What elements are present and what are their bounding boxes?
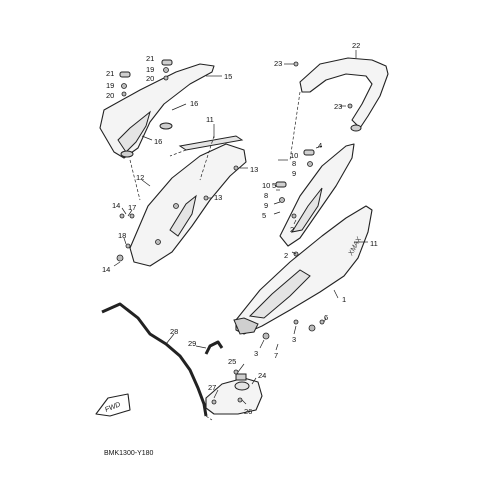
callouts: 1 2 2 3 3 4 5 5 6 7 8 8 9 9 10 10 11 11 …: [102, 41, 378, 416]
callout-14: 14: [102, 265, 110, 274]
callout-3: 3: [254, 349, 258, 358]
callout-16: 16: [190, 99, 198, 108]
callout-19: 19: [146, 65, 154, 74]
callout-23: 23: [334, 102, 342, 111]
fasteners: [116, 59, 353, 405]
callout-2: 2: [290, 225, 294, 234]
callout-1: 1: [342, 295, 346, 304]
callout-14: 14: [112, 201, 120, 210]
side-cover-right-main: XMAX: [233, 205, 373, 335]
fwd-arrow: FWD: [95, 393, 131, 417]
callout-29: 29: [188, 339, 196, 348]
callout-27: 27: [208, 383, 216, 392]
callout-21: 21: [146, 54, 154, 63]
callout-15: 15: [224, 72, 232, 81]
callout-2: 2: [284, 251, 288, 260]
callout-11: 11: [370, 239, 378, 248]
callout-11: 11: [206, 115, 214, 124]
reservoir-tank: [205, 373, 263, 415]
callout-21: 21: [106, 69, 114, 78]
diagram-code: BMK1300-Y180: [104, 450, 154, 457]
callout-9: 9: [264, 201, 268, 210]
callout-12: 12: [136, 173, 144, 182]
callout-23: 23: [274, 59, 282, 68]
callout-13: 13: [250, 165, 258, 174]
grab-handle-left: [99, 63, 215, 159]
callout-5: 5: [272, 181, 276, 190]
callout-20: 20: [146, 74, 154, 83]
callout-18: 18: [118, 231, 126, 240]
callout-3: 3: [292, 335, 296, 344]
hose-29: [204, 340, 224, 355]
callout-6: 6: [324, 313, 328, 322]
callout-9: 9: [292, 169, 296, 178]
callout-28: 28: [170, 327, 178, 336]
callout-7: 7: [274, 351, 278, 360]
callout-19: 19: [106, 81, 114, 90]
hose-28: [101, 302, 213, 421]
callout-24: 24: [258, 371, 266, 380]
callout-8: 8: [292, 159, 296, 168]
trim-strip-upper: [169, 135, 244, 157]
callout-10: 10: [290, 151, 298, 160]
callout-5: 5: [262, 211, 266, 220]
callout-22: 22: [352, 41, 360, 50]
leader-lines: [113, 50, 368, 405]
grab-handle-right: [299, 57, 389, 132]
callout-10: 10: [262, 181, 270, 190]
callout-8: 8: [264, 191, 268, 200]
callout-13: 13: [214, 193, 222, 202]
callout-17: 17: [128, 203, 136, 212]
callout-25: 25: [228, 357, 236, 366]
callout-26: 26: [244, 407, 252, 416]
callout-4: 4: [318, 141, 322, 150]
side-panel-right-inner: [279, 143, 355, 247]
callout-16: 16: [154, 137, 162, 146]
callout-20: 20: [106, 91, 114, 100]
side-cover-left-inner: [129, 143, 247, 267]
